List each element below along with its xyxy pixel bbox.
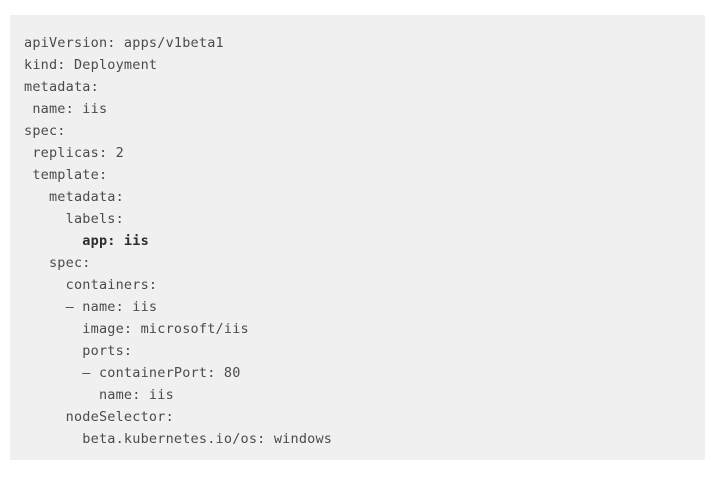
code-line: apiVersion: apps/v1beta1 bbox=[24, 35, 224, 51]
code-line: labels: bbox=[24, 211, 124, 227]
code-line: — containerPort: 80 bbox=[24, 365, 241, 381]
code-line: name: iis bbox=[24, 387, 174, 403]
code-line: template: bbox=[24, 167, 108, 183]
code-line: ports: bbox=[24, 343, 133, 359]
code-line: spec: bbox=[24, 255, 91, 271]
yaml-code-block: apiVersion: apps/v1beta1 kind: Deploymen… bbox=[10, 15, 705, 460]
code-line: name: iis bbox=[24, 101, 108, 117]
code-line-emphasized: app: iis bbox=[24, 233, 149, 249]
code-line: image: microsoft/iis bbox=[24, 321, 249, 337]
code-line: — name: iis bbox=[24, 299, 158, 315]
code-line: beta.kubernetes.io/os: windows bbox=[24, 431, 333, 447]
code-line: nodeSelector: bbox=[24, 409, 174, 425]
code-line: kind: Deployment bbox=[24, 57, 158, 73]
code-line: metadata: bbox=[24, 189, 124, 205]
code-line: metadata: bbox=[24, 79, 99, 95]
code-line: replicas: 2 bbox=[24, 145, 124, 161]
code-line: spec: bbox=[24, 123, 66, 139]
code-line: containers: bbox=[24, 277, 158, 293]
